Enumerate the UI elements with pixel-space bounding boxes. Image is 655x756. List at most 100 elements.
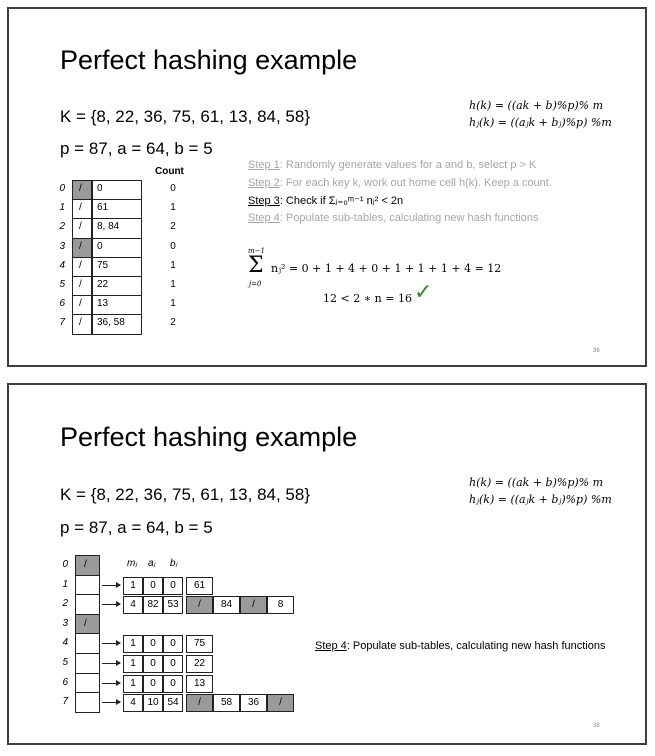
pointer-cell [75, 574, 100, 596]
pointer-cell [75, 672, 100, 694]
sub-m: 4 [123, 694, 143, 713]
bucket-value: 22 [97, 279, 109, 290]
check-icon: ✓ [414, 279, 433, 304]
check-expression: 12 < 2 ∗ n = 16 [323, 292, 412, 305]
step-label: Step 1 [248, 159, 280, 171]
count-value: 0 [170, 183, 176, 194]
page-number: 36 [593, 348, 600, 354]
count-header: Count [155, 166, 184, 177]
sum-upper: m−1 [248, 247, 265, 255]
header-a: aⱼ [148, 558, 156, 569]
pointer-cell [75, 555, 100, 576]
sub-a: 0 [143, 576, 163, 595]
step-label: Step 4 [248, 211, 280, 224]
step-text: : Populate sub-tables, calculating new h… [279, 211, 539, 224]
pointer-cell [75, 613, 100, 635]
bucket-value: 36, 58 [97, 317, 125, 329]
sub-a: 0 [143, 674, 163, 693]
null-slash: / [79, 240, 82, 252]
sub-b: 0 [163, 635, 183, 654]
row-index: 7 [59, 317, 65, 329]
sub-a: 0 [143, 655, 163, 673]
row-index: 6 [62, 676, 68, 688]
sub-table-cell: / [186, 596, 213, 615]
slide-title: Perfect hashing example [60, 422, 358, 452]
sub-b: 0 [163, 576, 183, 595]
pointer-arrow [102, 601, 121, 608]
bucket-value: 0 [97, 183, 103, 194]
pointer-cell [72, 314, 92, 335]
sub-table-cell: / [186, 694, 213, 713]
pointer-cell [72, 256, 92, 277]
sub-b: 0 [163, 674, 183, 693]
row-index: 3 [59, 240, 65, 252]
row-index: 5 [62, 657, 68, 668]
row-index: 4 [59, 259, 65, 271]
sub-m: 1 [123, 674, 143, 693]
hash-formula: h(k) = ((ak + b)%p)% m hⱼ(k) = ((aⱼk + b… [469, 474, 612, 508]
sub-table-cell: 13 [186, 674, 213, 693]
sub-table-cell: 58 [213, 694, 240, 713]
sub-a: 10 [143, 694, 163, 713]
sum-symbol: Σ [248, 253, 264, 278]
pointer-cell [75, 594, 100, 615]
parameters: p = 87, a = 64, b = 5 [60, 139, 213, 158]
pointer-arrow [102, 640, 121, 647]
count-value: 2 [170, 221, 176, 233]
step-3: Step 3: Check if Σⱼ₌₀ᵐ⁻¹ nⱼ² < 2n [248, 194, 403, 207]
step-text: : For each key k, work out home cell h(k… [279, 176, 552, 189]
bucket-value: 13 [97, 298, 109, 310]
sub-a: 82 [143, 596, 163, 615]
step-label: Step 3 [248, 195, 280, 207]
pointer-arrow [102, 679, 121, 686]
parameters: p = 87, a = 64, b = 5 [60, 518, 213, 537]
row-index: 4 [62, 637, 68, 649]
pointer-cell [72, 237, 92, 258]
formula-hj: hⱼ(k) = ((aⱼk + bⱼ)%p) %m [469, 493, 612, 506]
count-value: 0 [170, 240, 176, 252]
sub-table-cell: / [267, 694, 294, 713]
formula-h: h(k) = ((ak + b)%p)% m [469, 476, 604, 489]
count-value: 1 [170, 279, 176, 290]
pointer-cell [72, 218, 92, 239]
formula-hj: hⱼ(k) = ((aⱼk + bⱼ)%p) %m [469, 116, 612, 129]
row-index: 0 [59, 183, 65, 194]
pointer-cell [75, 653, 100, 674]
null-slash: / [84, 559, 87, 570]
count-value: 2 [170, 317, 176, 329]
step-2: Step 2: For each key k, work out home ce… [248, 177, 552, 189]
sub-table-cell: 61 [186, 576, 213, 595]
row-index: 2 [59, 221, 65, 233]
row-index: 2 [62, 598, 68, 610]
bucket-value: 0 [97, 240, 103, 252]
step-4-text: : Populate sub-tables, calculating new h… [346, 640, 606, 652]
null-slash: / [79, 259, 82, 271]
bucket-value: 75 [97, 259, 109, 271]
page-number: 38 [593, 723, 600, 729]
row-index: 7 [62, 696, 68, 708]
sub-a: 0 [143, 635, 163, 654]
sub-table-cell: 84 [213, 596, 240, 615]
row-index: 1 [62, 578, 68, 590]
step-4: Step 4: Populate sub-tables, calculating… [248, 212, 538, 224]
step-4-label: Step 4 [315, 640, 347, 652]
key-set: K = {8, 22, 36, 75, 61, 13, 84, 58} [60, 485, 311, 504]
pointer-arrow [102, 581, 121, 588]
sub-m: 4 [123, 596, 143, 615]
null-slash: / [79, 202, 82, 214]
key-set: K = {8, 22, 36, 75, 61, 13, 84, 58} [60, 107, 311, 126]
step-text: : Check if Σⱼ₌₀ᵐ⁻¹ nⱼ² < 2n [279, 195, 404, 207]
pointer-cell [72, 199, 92, 220]
slide-38: Perfect hashing example K = {8, 22, 36, … [7, 383, 647, 745]
slide-title: Perfect hashing example [60, 45, 358, 75]
row-index: 1 [59, 202, 65, 214]
sub-b: 53 [163, 596, 183, 615]
sub-b: 0 [163, 655, 183, 673]
hash-formula: h(k) = ((ak + b)%p)% m hⱼ(k) = ((aⱼk + b… [469, 97, 612, 131]
row-index: 0 [62, 559, 68, 570]
pointer-cell [75, 692, 100, 713]
sum-lower: j=0 [249, 280, 262, 288]
header-m: mⱼ [127, 558, 138, 569]
pointer-cell [72, 180, 92, 201]
step-1: Step 1: Randomly generate values for a a… [248, 159, 536, 171]
